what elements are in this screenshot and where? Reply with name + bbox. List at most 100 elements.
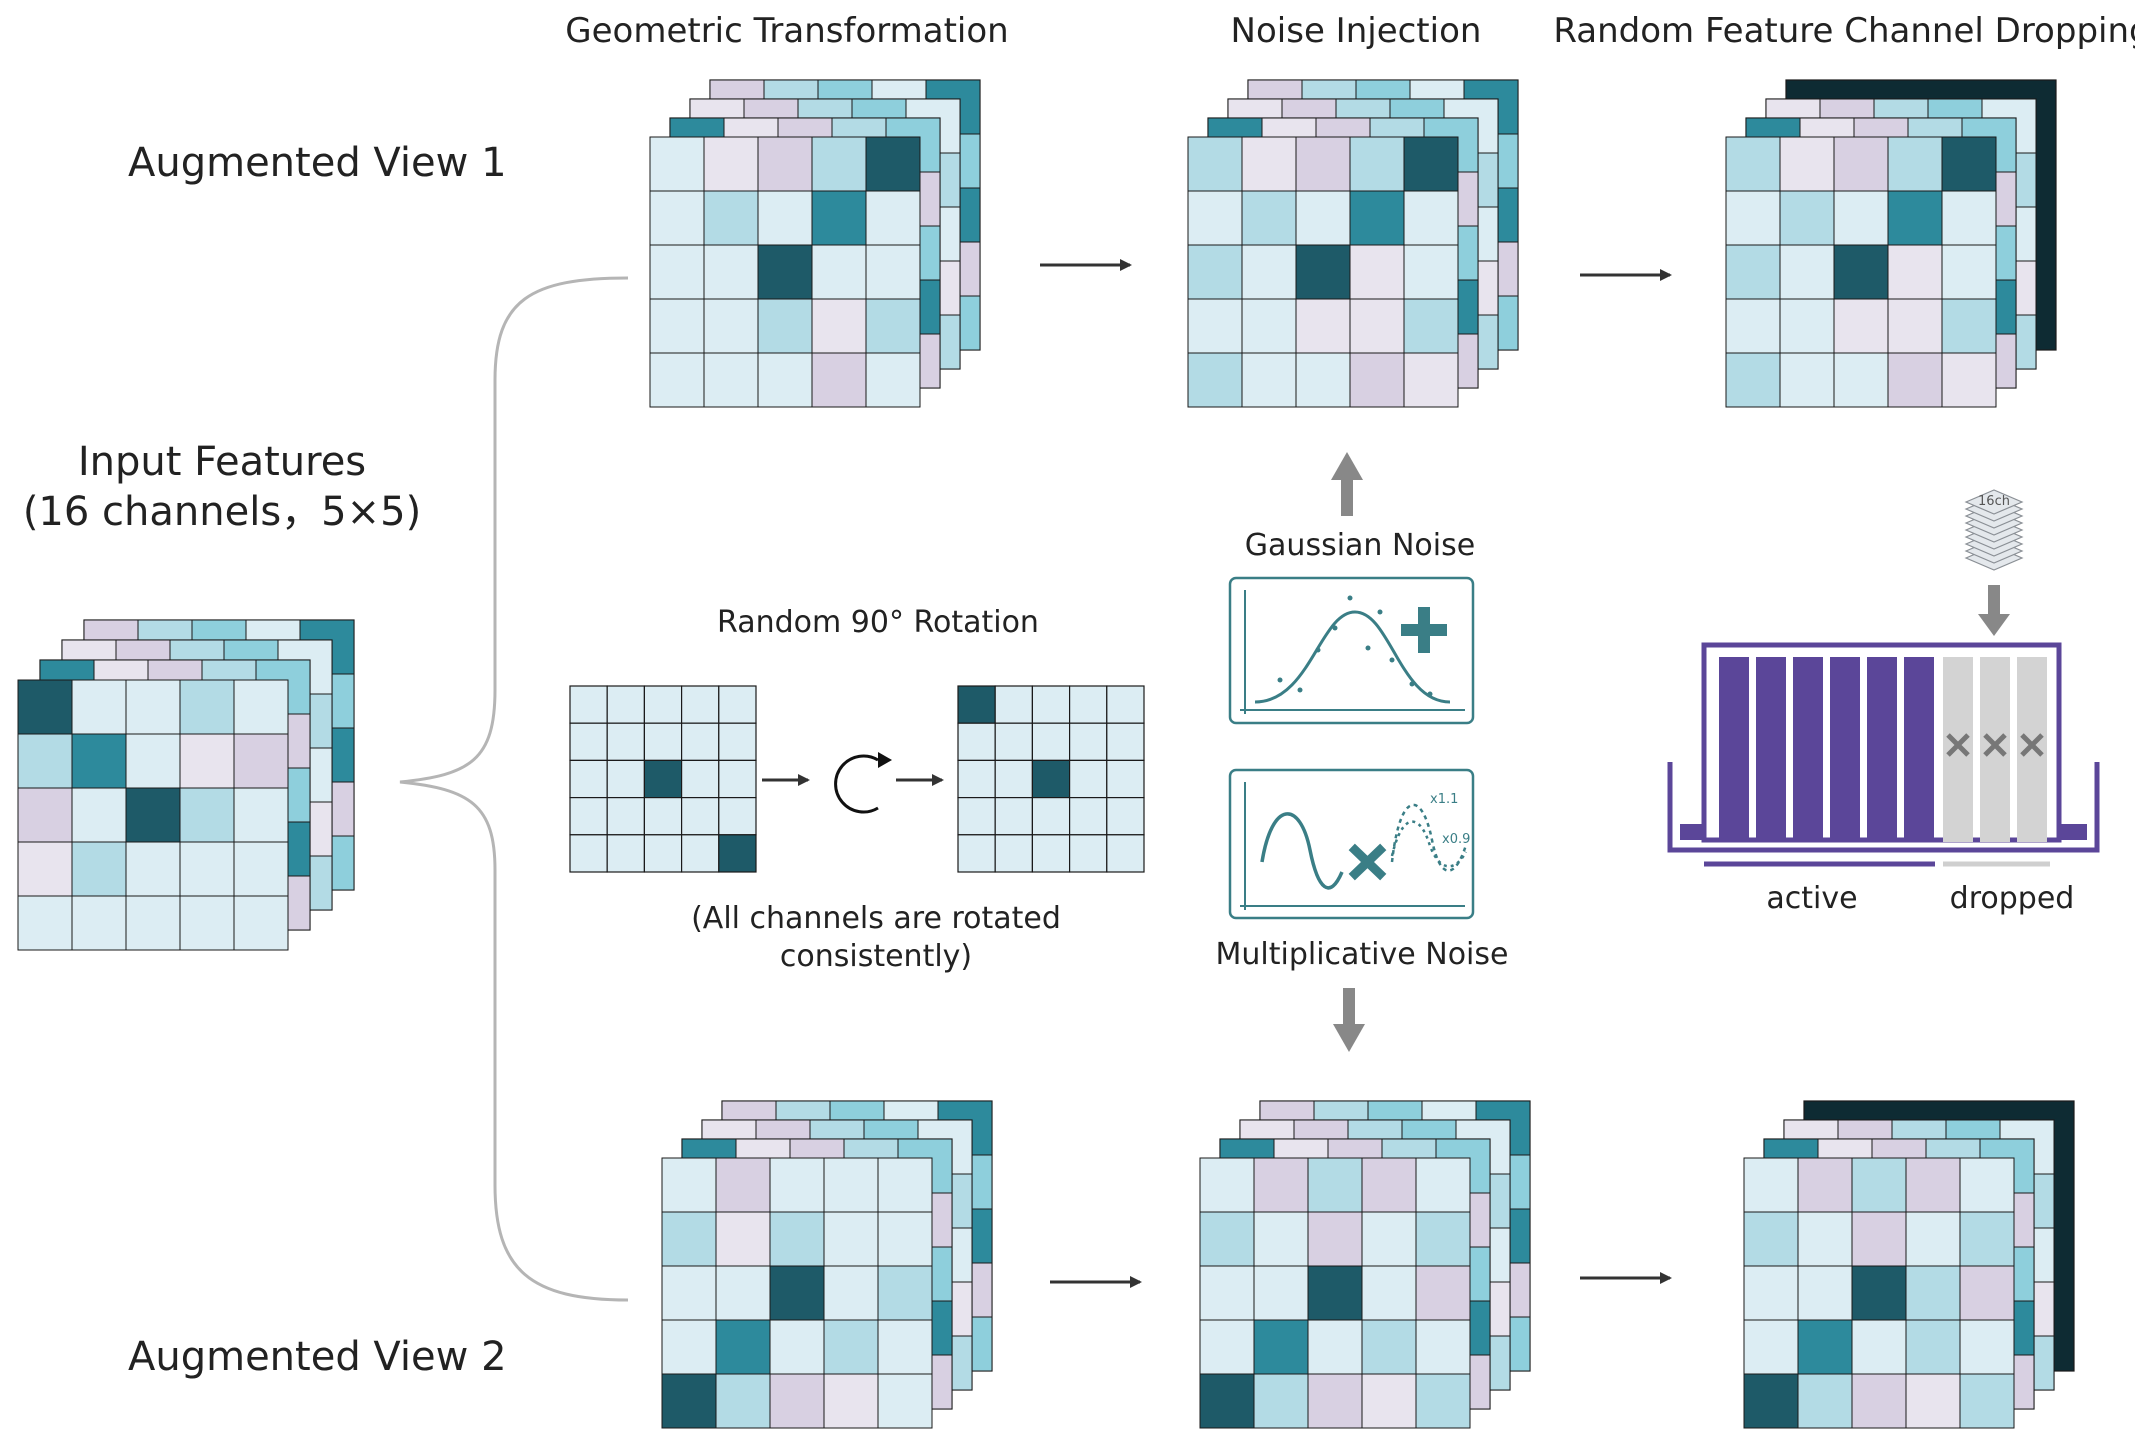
feature-cell: [703, 244, 759, 300]
front-channel: [1187, 136, 1459, 408]
feature-cell: [1241, 244, 1297, 300]
rotation-cell: [957, 834, 996, 873]
feature-cell: [1725, 136, 1781, 192]
feature-cell: [811, 352, 867, 408]
feature-cell: [125, 787, 181, 843]
feature-cell: [1779, 298, 1835, 354]
feature-cell: [823, 1265, 879, 1321]
feature-cell: [179, 679, 235, 735]
feature-cell: [1833, 244, 1889, 300]
feature-cell: [811, 190, 867, 246]
rotation-grid-before: [569, 685, 757, 873]
feature-cell: [1797, 1211, 1853, 1267]
rotation-cell: [606, 796, 646, 836]
rotation-cell: [606, 685, 646, 724]
feature-cell: [1887, 136, 1943, 192]
feature-cell: [823, 1373, 879, 1429]
feature-cell: [1403, 136, 1459, 192]
feature-cell: [1797, 1373, 1853, 1429]
feature-cell: [757, 352, 813, 408]
feature-cell: [1779, 136, 1835, 192]
rotate-icon: [834, 752, 892, 814]
feature-cell: [125, 679, 181, 735]
feature-cell: [1199, 1373, 1255, 1429]
feature-cell: [233, 733, 289, 789]
rotation-cell: [680, 796, 720, 836]
feature-cell: [769, 1211, 825, 1267]
feature-cell: [661, 1319, 717, 1375]
feature-cell: [1797, 1157, 1853, 1213]
feature-cell: [811, 298, 867, 354]
rotation-cell: [957, 685, 996, 724]
feature-cell: [1403, 298, 1459, 354]
feature-cell: [877, 1319, 933, 1375]
feature-cell: [233, 787, 289, 843]
feature-cell: [1295, 244, 1351, 300]
feature-cell: [1851, 1265, 1907, 1321]
front-channel: [661, 1157, 933, 1429]
feature-cell: [1779, 244, 1835, 300]
active-channel-bar: [1793, 657, 1823, 842]
feature-cell: [233, 679, 289, 735]
feature-cell: [1199, 1265, 1255, 1321]
rotation-cell: [718, 759, 757, 799]
multiplicative-noise-panel: x1.1 x0.9: [1228, 768, 1475, 920]
rotation-cell: [994, 685, 1034, 724]
view1-dropping-stack: [1725, 79, 2057, 408]
view2-noise-stack: [1199, 1100, 1531, 1429]
feature-cell: [1941, 298, 1997, 354]
view2-geometric-stack: [661, 1100, 993, 1429]
dropped-channel-bar: [1943, 657, 1973, 842]
feature-cell: [865, 136, 921, 192]
rotation-cell: [1031, 759, 1071, 799]
rotation-cell: [643, 759, 683, 799]
feature-cell: [1307, 1211, 1363, 1267]
feature-cell: [1361, 1373, 1417, 1429]
rotation-title: Random 90° Rotation: [717, 605, 1039, 640]
multiply-icon: [1348, 843, 1387, 881]
feature-cell: [823, 1319, 879, 1375]
front-channel: [17, 679, 289, 951]
rotation-cell: [1068, 685, 1108, 724]
rotation-cell: [957, 722, 996, 762]
feature-cell: [125, 733, 181, 789]
rotation-cell: [718, 796, 757, 836]
rotation-cell: [643, 834, 683, 873]
active-channel-bar: [1756, 657, 1786, 842]
feature-cell: [179, 733, 235, 789]
feature-cell: [703, 352, 759, 408]
feature-cell: [1779, 190, 1835, 246]
channel-tray-outline: [1667, 762, 2100, 853]
feature-cell: [865, 190, 921, 246]
scale-down-label: x0.9: [1442, 832, 1470, 847]
channel-dropping-title: Random Feature Channel Dropping: [1553, 11, 2135, 51]
plus-icon: [1401, 607, 1447, 653]
arrow-up-gaussian: [1331, 452, 1363, 516]
feature-cell: [1743, 1319, 1799, 1375]
feature-cell: [1187, 298, 1243, 354]
feature-cell: [17, 841, 73, 897]
scale-up-label: x1.1: [1430, 792, 1458, 807]
feature-cell: [823, 1211, 879, 1267]
feature-cell: [877, 1211, 933, 1267]
feature-cell: [877, 1157, 933, 1213]
rotation-cell: [606, 722, 646, 762]
feature-cell: [1743, 1157, 1799, 1213]
rotation-cell: [718, 722, 757, 762]
feature-cell: [1253, 1319, 1309, 1375]
feature-cell: [1241, 298, 1297, 354]
feature-cell: [1307, 1373, 1363, 1429]
feature-cell: [1415, 1373, 1471, 1429]
feature-cell: [71, 841, 127, 897]
front-channel: [1199, 1157, 1471, 1429]
feature-cell: [1415, 1319, 1471, 1375]
gaussian-noise-label: Gaussian Noise: [1245, 528, 1475, 563]
feature-cell: [1851, 1211, 1907, 1267]
feature-cell: [757, 298, 813, 354]
feature-cell: [649, 136, 705, 192]
feature-cell: [1887, 352, 1943, 408]
dropped-label: dropped: [1950, 881, 2075, 916]
feature-cell: [1725, 190, 1781, 246]
feature-cell: [1361, 1211, 1417, 1267]
feature-cell: [1779, 352, 1835, 408]
